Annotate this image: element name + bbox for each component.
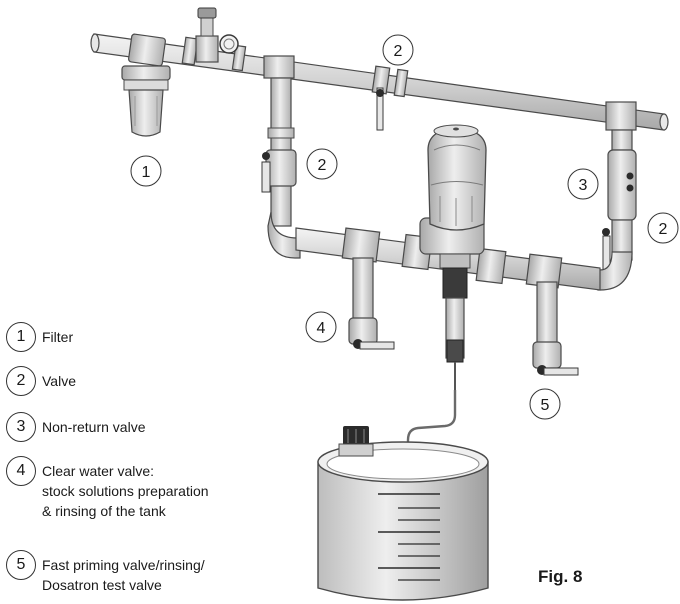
callout-2-top: 2 [382,34,414,66]
callout-2-right-number: 2 [659,221,668,238]
legend-number: 1 [6,322,36,352]
legend-label: Non-return valve [42,412,146,437]
legend-item-clear-water-valve: 4 Clear water valve: stock solutions pre… [6,456,209,521]
legend-label: Clear water valve: stock solutions prepa… [42,456,209,521]
callout-4-number: 4 [317,320,326,337]
legend-line: Non-return valve [42,419,146,435]
right-branch-pipe [597,101,637,291]
figure-label: Fig. 8 [538,567,583,586]
legend-line: & rinsing of the tank [42,503,166,519]
legend-number: 4 [6,456,36,486]
legend-number: 2 [6,366,36,396]
callout-2-left: 2 [306,148,338,180]
callout-4: 4 [305,311,337,343]
suction-hose [406,390,457,458]
legend-number: 3 [6,412,36,442]
clear-water-valve [348,257,395,350]
legend-number: 5 [6,550,36,580]
legend-item-filter: 1 Filter [6,322,73,352]
legend-line: stock solutions preparation [42,483,209,499]
callout-2-top-number: 2 [394,43,403,60]
callout-5-number: 5 [541,397,550,414]
top-valve-handle [376,87,384,131]
callout-1: 1 [130,155,162,187]
top-pipe [90,33,669,131]
priming-valve [532,281,579,376]
callout-3: 3 [567,168,599,200]
legend-item-priming-valve: 5 Fast priming valve/rinsing/ Dosatron t… [6,550,205,595]
callout-2-left-number: 2 [318,157,327,174]
legend-label: Filter [42,322,73,347]
left-branch-pipe [261,55,301,259]
legend-line: Filter [42,329,74,345]
filter [121,33,171,137]
dosing-pump [419,124,487,390]
stock-tank [317,426,489,601]
callout-3-number: 3 [579,177,588,194]
legend-line: Dosatron test valve [42,577,162,593]
pressure-gauge [195,7,239,63]
legend-line: Clear water valve: [42,463,155,479]
callout-1-number: 1 [142,164,151,181]
legend-item-valve: 2 Valve [6,366,76,396]
legend-line: Fast priming valve/rinsing/ [42,557,205,573]
callout-5: 5 [529,388,561,420]
legend-item-non-return-valve: 3 Non-return valve [6,412,146,442]
legend-label: Fast priming valve/rinsing/ Dosatron tes… [42,550,205,595]
legend-line: Valve [42,373,76,389]
legend-label: Valve [42,366,76,391]
callout-2-right: 2 [647,212,679,244]
